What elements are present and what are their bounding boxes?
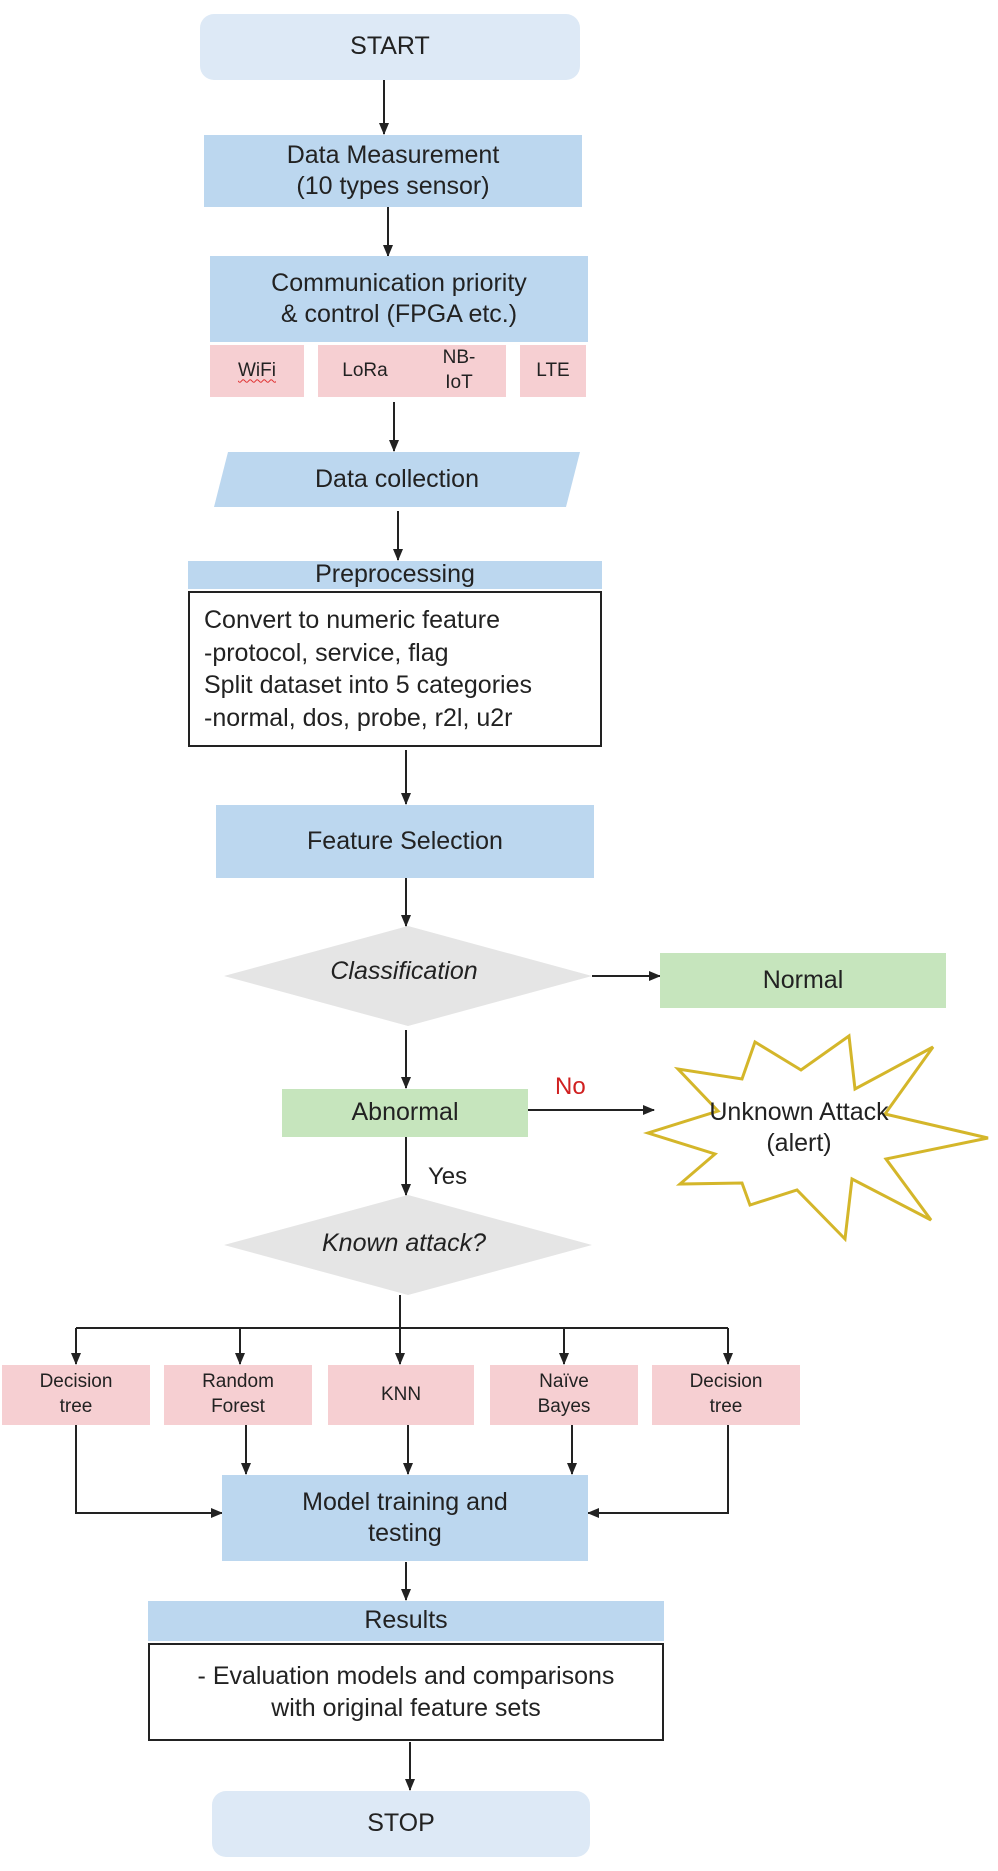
start-terminal: START <box>200 14 580 80</box>
results-header: Results <box>148 1601 664 1641</box>
no-label: No <box>555 1073 586 1100</box>
model-naive-bayes: Naïve Bayes <box>490 1365 638 1425</box>
data-collection-label: Data collection <box>315 464 479 493</box>
protocol-nbiot: NB- IoT <box>412 345 506 397</box>
protocol-lte: LTE <box>520 345 586 397</box>
model-training-box: Model training and testing <box>222 1475 588 1561</box>
classification-label: Classification <box>330 957 478 986</box>
classification-diamond <box>224 926 592 1026</box>
feature-selection-box: Feature Selection <box>216 805 594 878</box>
yes-label: Yes <box>428 1163 467 1190</box>
abnormal-box: Abnormal <box>282 1089 528 1137</box>
data-collection-shape <box>214 452 580 507</box>
results-details: - Evaluation models and comparisons with… <box>148 1643 664 1741</box>
data-measurement-box: Data Measurement (10 types sensor) <box>204 135 582 207</box>
protocol-wifi-label: WiFi <box>238 359 276 381</box>
model-random-forest: Random Forest <box>164 1365 312 1425</box>
protocol-wifi: WiFi <box>210 345 304 397</box>
main-flow-arrows <box>379 80 661 1791</box>
known-attack-label: Known attack? <box>322 1229 486 1258</box>
model-decision-tree-2: Decision tree <box>652 1365 800 1425</box>
unknown-attack-label: Unknown Attack (alert) <box>709 1097 889 1157</box>
unknown-attack-starburst <box>642 1033 989 1243</box>
protocol-lora: LoRa <box>318 345 412 397</box>
model-knn: KNN <box>328 1365 474 1425</box>
model-branch-arrows <box>71 1295 733 1518</box>
model-decision-tree-1: Decision tree <box>2 1365 150 1425</box>
stop-terminal: STOP <box>212 1791 590 1857</box>
communication-priority-box: Communication priority & control (FPGA e… <box>210 256 588 342</box>
normal-box: Normal <box>660 953 946 1008</box>
preprocessing-details: Convert to numeric feature -protocol, se… <box>188 591 602 747</box>
known-attack-diamond <box>224 1195 592 1295</box>
preprocessing-header: Preprocessing <box>188 560 602 589</box>
